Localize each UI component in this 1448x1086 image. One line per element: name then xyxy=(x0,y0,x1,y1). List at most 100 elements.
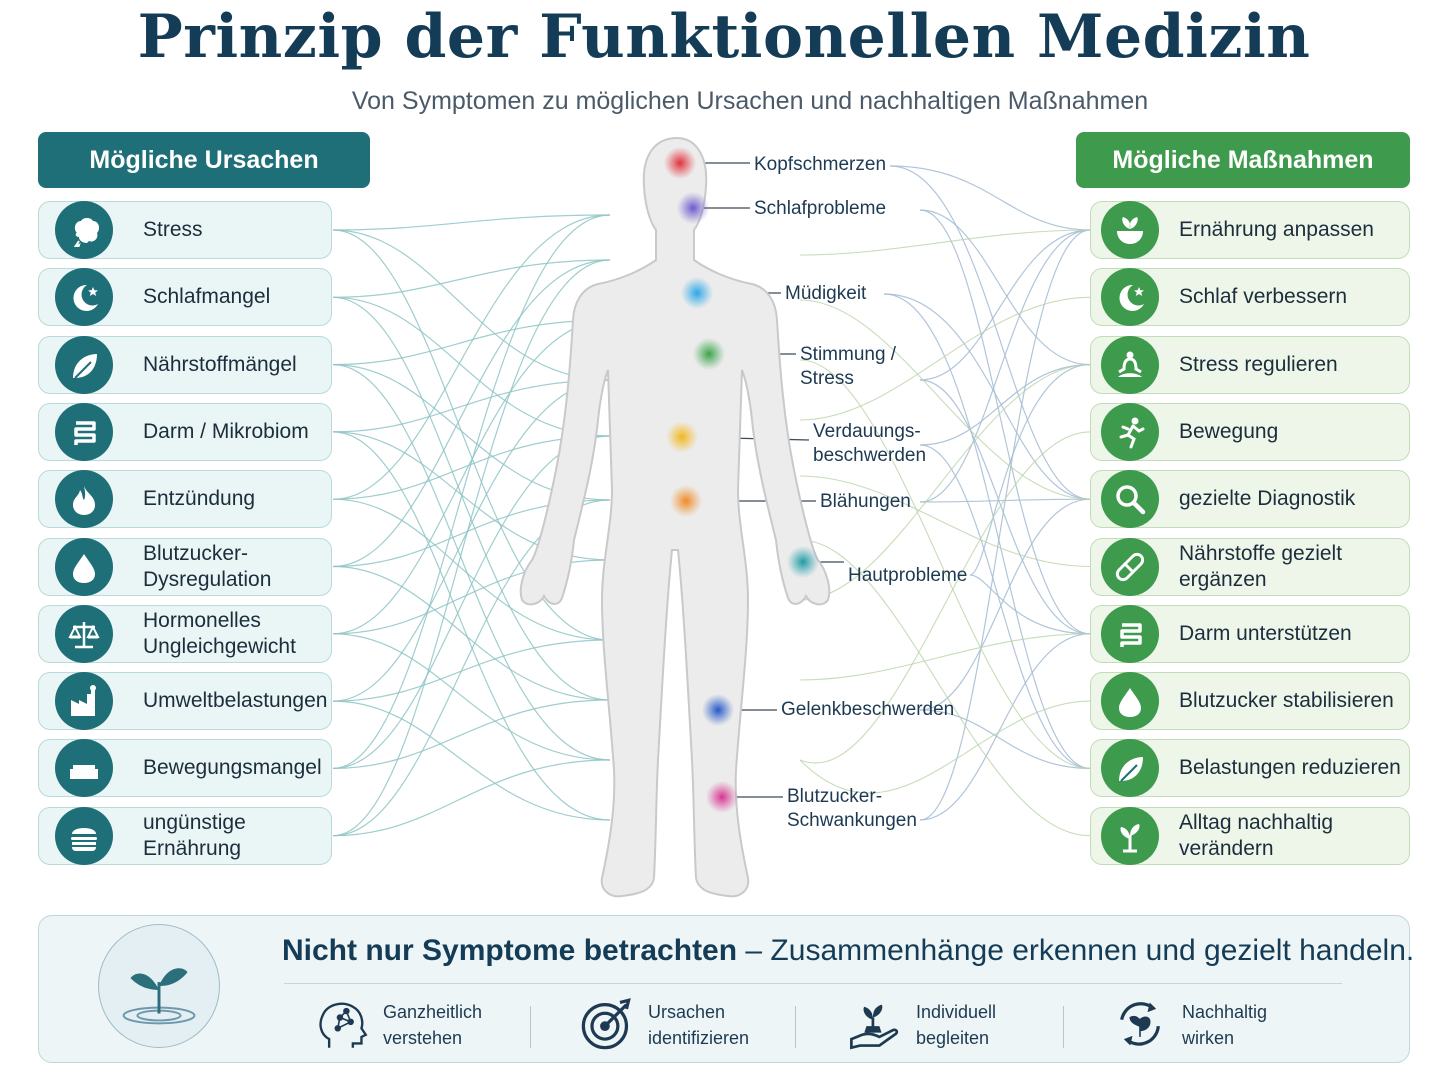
summary-banner xyxy=(38,915,1410,1063)
cause-item: Umweltbelastungen xyxy=(38,672,332,731)
head-network-icon xyxy=(313,996,369,1052)
measure-item: gezielte Diagnostik xyxy=(1090,470,1410,529)
drop-icon xyxy=(55,537,113,596)
sofa-icon xyxy=(55,739,113,798)
cause-item-label: Entzündung xyxy=(143,487,256,511)
target-icon xyxy=(578,996,634,1052)
magnifier-icon xyxy=(1101,470,1159,529)
capsule-icon xyxy=(1101,537,1159,596)
pillar-divider xyxy=(530,1006,531,1048)
measure-item-label: Blutzucker stabilisieren xyxy=(1179,689,1394,713)
factory-icon xyxy=(55,672,113,731)
sprout-water-icon xyxy=(98,924,220,1048)
summary-headline: Nicht nur Symptome betrachten – Zusammen… xyxy=(282,934,1414,968)
intestine-icon xyxy=(55,402,113,461)
measure-item: Nährstoffe gezielt ergänzen xyxy=(1090,537,1410,596)
measure-item: Stress regulieren xyxy=(1090,335,1410,394)
summary-headline-rest: – Zusammenhänge erkennen und gezielt han… xyxy=(737,934,1415,967)
pillar-label: Ganzheitlich verstehen xyxy=(383,1002,483,1048)
symptom-label: Schlafprobleme xyxy=(754,198,887,219)
cause-item: ungünstige Ernährung xyxy=(38,806,332,865)
pillar-divider xyxy=(1063,1006,1064,1048)
measure-item: Alltag nachhaltig verändern xyxy=(1090,806,1410,865)
symptom-label: Kopfschmerzen xyxy=(754,154,887,175)
brain-icon xyxy=(55,201,113,259)
pillar-label: Individuell begleiten xyxy=(916,1002,997,1048)
leaf-icon xyxy=(55,335,113,394)
intestine-icon xyxy=(1101,604,1159,663)
pillar-divider xyxy=(795,1006,796,1048)
page-title: Prinzip der Funktionellen Medizin xyxy=(137,2,1311,72)
symptom-marker xyxy=(706,781,738,813)
measure-item-label: Bewegung xyxy=(1179,419,1279,443)
measure-item-label: Belastungen reduzieren xyxy=(1179,756,1401,780)
measure-item: Bewegung xyxy=(1090,402,1410,461)
measure-item: Ernährung anpassen xyxy=(1090,201,1410,259)
symptom-marker xyxy=(681,277,713,309)
symptom-label: Stimmung / Stress xyxy=(800,344,897,389)
scale-icon xyxy=(55,604,113,663)
cause-item: Darm / Mikrobiom xyxy=(38,402,332,461)
cause-item-label: ungünstige Ernährung xyxy=(143,810,246,860)
running-icon xyxy=(1101,402,1159,461)
cause-item-label: Schlafmangel xyxy=(143,285,271,309)
symptom-label: Hautprobleme xyxy=(848,565,968,586)
measure-item-label: gezielte Diagnostik xyxy=(1179,487,1356,511)
symptom-marker xyxy=(666,421,698,453)
cause-item: Stress xyxy=(38,201,332,259)
symptom-label: Müdigkeit xyxy=(785,283,867,304)
sprout-icon xyxy=(1101,806,1159,865)
cause-item: Bewegungsmangel xyxy=(38,739,332,798)
meditation-icon xyxy=(1101,335,1159,394)
cause-item: Entzündung xyxy=(38,470,332,529)
measure-item: Blutzucker stabilisieren xyxy=(1090,672,1410,731)
pillar-label: Ursachen identifizieren xyxy=(648,1002,750,1048)
symptom-marker xyxy=(787,546,819,578)
measure-item-label: Darm unterstützen xyxy=(1179,621,1352,645)
symptom-marker xyxy=(677,192,709,224)
symptom-marker xyxy=(693,338,725,370)
symptom-label: Verdauungs- beschwerden xyxy=(813,421,927,466)
cause-item: Schlafmangel xyxy=(38,268,332,327)
bowl-leaf-icon xyxy=(1101,201,1159,259)
hand-plant-icon xyxy=(846,996,902,1052)
pillar-label: Nachhaltig wirken xyxy=(1182,1002,1268,1048)
symptom-label: Blutzucker- Schwankungen xyxy=(787,786,917,831)
leaf-icon xyxy=(1101,739,1159,798)
measure-item-label: Alltag nachhaltig verändern xyxy=(1179,810,1334,860)
measure-item: Belastungen reduzieren xyxy=(1090,739,1410,798)
cause-item-label: Hormonelles Ungleichgewicht xyxy=(143,608,296,658)
cause-item-label: Umweltbelastungen xyxy=(143,689,328,713)
cause-item-label: Blutzucker- Dysregulation xyxy=(143,541,272,591)
cause-item: Blutzucker- Dysregulation xyxy=(38,537,332,596)
drop-icon xyxy=(1101,672,1159,731)
summary-divider xyxy=(284,983,1342,984)
symptom-marker xyxy=(670,485,702,517)
measure-item: Darm unterstützen xyxy=(1090,604,1410,663)
summary-headline-bold: Nicht nur Symptome betrachten xyxy=(282,934,738,967)
cycle-leaf-icon xyxy=(1112,996,1168,1052)
symptom-label: Blähungen xyxy=(820,491,911,512)
cause-item: Hormonelles Ungleichgewicht xyxy=(38,604,332,663)
moon-star-icon xyxy=(1101,268,1159,327)
moon-star-icon xyxy=(55,268,113,327)
cause-item: Nährstoffmängel xyxy=(38,335,332,394)
measure-item-label: Schlaf verbessern xyxy=(1179,285,1348,309)
symptom-marker xyxy=(702,694,734,726)
cause-item-label: Bewegungsmangel xyxy=(143,756,322,780)
cause-item-label: Nährstoffmängel xyxy=(143,352,297,376)
symptom-marker xyxy=(664,147,696,179)
body-silhouette xyxy=(519,136,831,898)
cause-item-label: Stress xyxy=(143,218,203,241)
flame-icon xyxy=(55,470,113,529)
cause-item-label: Darm / Mikrobiom xyxy=(143,419,309,443)
causes-header: Mögliche Ursachen xyxy=(38,132,370,188)
symptom-label: Gelenkbeschwerden xyxy=(781,699,955,720)
measure-item-label: Stress regulieren xyxy=(1179,352,1338,376)
measure-item-label: Nährstoffe gezielt ergänzen xyxy=(1179,541,1343,591)
burger-icon xyxy=(55,806,113,865)
measure-item: Schlaf verbessern xyxy=(1090,268,1410,327)
page-subtitle: Von Symptomen zu möglichen Ursachen und … xyxy=(351,87,1149,115)
measures-header: Mögliche Maßnahmen xyxy=(1076,132,1410,188)
measure-item-label: Ernährung anpassen xyxy=(1179,218,1374,241)
